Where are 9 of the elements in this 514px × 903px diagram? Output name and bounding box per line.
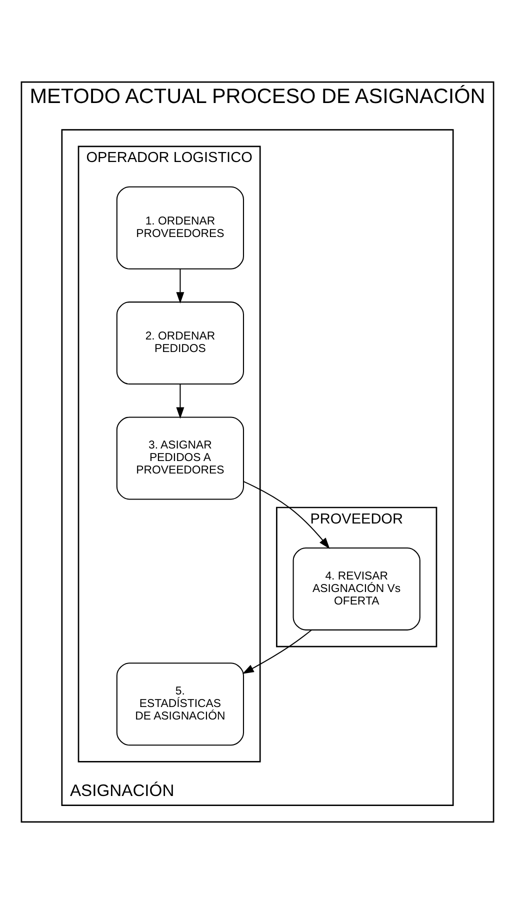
arrow <box>242 629 312 674</box>
arrow <box>176 268 184 304</box>
node-box: 1. ORDENAR PROVEEDORES <box>116 186 244 269</box>
node-box: 2. ORDENAR PEDIDOS <box>116 301 244 384</box>
arrow <box>176 384 184 418</box>
arrow <box>242 480 330 548</box>
node-box: 5. ESTADÍSTICAS DE ASIGNACIÓN <box>116 662 244 746</box>
node-box: 3. ASIGNAR PEDIDOS A PROVEEDORES <box>116 416 244 500</box>
node-box: 4. REVISAR ASIGNACIÓN Vs OFERTA <box>292 546 420 630</box>
